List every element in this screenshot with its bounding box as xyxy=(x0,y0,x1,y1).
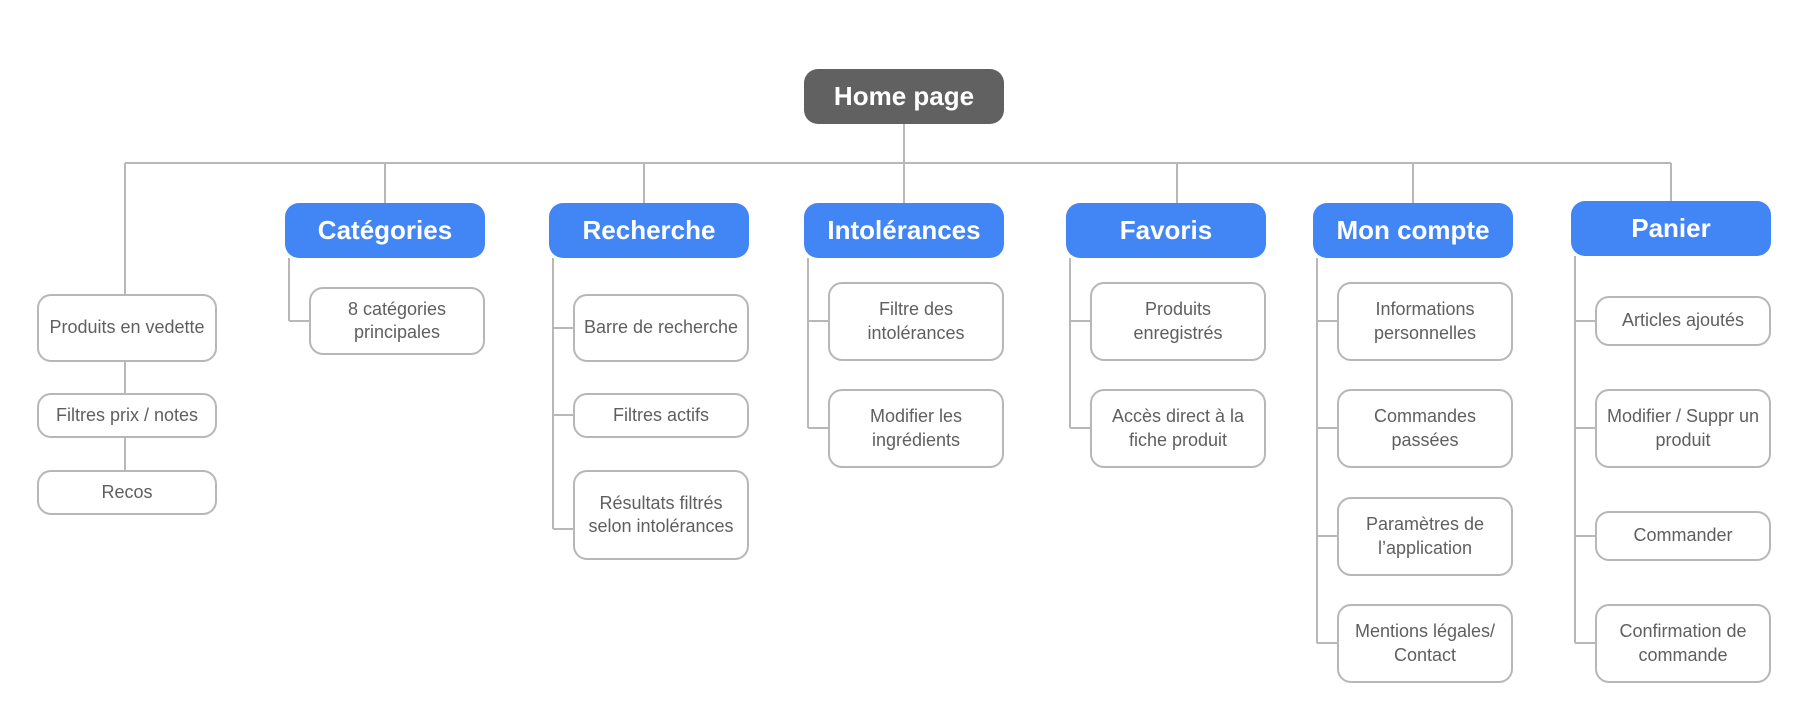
leaf-articles-ajoutes[interactable]: Articles ajoutés xyxy=(1595,296,1771,346)
section-node-favoris[interactable]: Favoris xyxy=(1066,203,1266,258)
leaf-8-categories-principales[interactable]: 8 catégories principales xyxy=(309,287,485,355)
leaf-recos[interactable]: Recos xyxy=(37,470,217,515)
leaf-modifier-les-ingredients[interactable]: Modifier les ingrédients xyxy=(828,389,1004,468)
section-node-panier[interactable]: Panier xyxy=(1571,201,1771,256)
section-node-categories[interactable]: Catégories xyxy=(285,203,485,258)
leaf-filtres-prix-notes[interactable]: Filtres prix / notes xyxy=(37,393,217,438)
leaf-confirmation-de-commande[interactable]: Confirmation de commande xyxy=(1595,604,1771,683)
leaf-informations-personnelles[interactable]: Informations personnelles xyxy=(1337,282,1513,361)
leaf-parametres-application[interactable]: Paramètres de l’application xyxy=(1337,497,1513,576)
leaf-filtres-actifs[interactable]: Filtres actifs xyxy=(573,393,749,438)
section-node-recherche[interactable]: Recherche xyxy=(549,203,749,258)
leaf-produits-enregistres[interactable]: Produits enregistrés xyxy=(1090,282,1266,361)
leaf-acces-direct-fiche-produit[interactable]: Accès direct à la fiche produit xyxy=(1090,389,1266,468)
leaf-commandes-passees[interactable]: Commandes passées xyxy=(1337,389,1513,468)
leaf-produits-en-vedette[interactable]: Produits en vedette xyxy=(37,294,217,362)
leaf-modifier-suppr-produit[interactable]: Modifier / Suppr un produit xyxy=(1595,389,1771,468)
root-node-home-page[interactable]: Home page xyxy=(804,69,1004,124)
leaf-mentions-legales-contact[interactable]: Mentions légales/ Contact xyxy=(1337,604,1513,683)
leaf-filtre-des-intolerances[interactable]: Filtre des intolérances xyxy=(828,282,1004,361)
leaf-commander[interactable]: Commander xyxy=(1595,511,1771,561)
leaf-barre-de-recherche[interactable]: Barre de recherche xyxy=(573,294,749,362)
leaf-resultats-filtres[interactable]: Résultats filtrés selon intolérances xyxy=(573,470,749,560)
section-node-mon-compte[interactable]: Mon compte xyxy=(1313,203,1513,258)
section-node-intolerances[interactable]: Intolérances xyxy=(804,203,1004,258)
